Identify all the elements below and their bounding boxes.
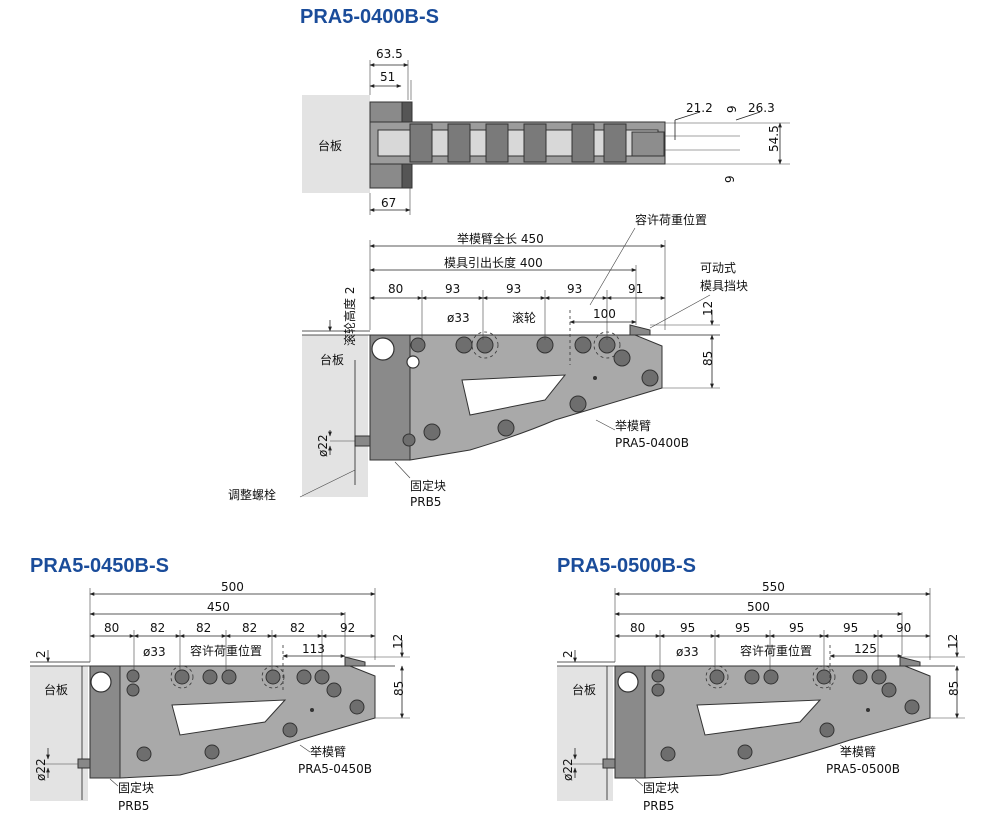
label-movable-stop-2: 模具挡块 xyxy=(700,279,748,293)
dim-span-6: 90 xyxy=(896,621,911,635)
left-arm-cutout xyxy=(171,699,287,736)
title-pra5-0400b-s: PRA5-0400B-S xyxy=(300,6,439,28)
dim-500: 500 xyxy=(221,580,244,594)
main-adjust-bolt xyxy=(354,435,371,447)
dim-500: 500 xyxy=(747,600,770,614)
plan-rollers xyxy=(409,123,665,163)
left-view: 台板 500 450 xyxy=(30,580,410,813)
dim-67: 67 xyxy=(381,196,396,210)
main-base-plate-label: 台板 xyxy=(320,352,344,367)
right-base-plate xyxy=(557,666,613,801)
label-arm-model: PRA5-0400B xyxy=(615,436,689,450)
label-fix-block: 固定块 xyxy=(118,780,154,795)
dim-span-5: 82 xyxy=(290,621,305,635)
dim-113: 113 xyxy=(302,642,325,656)
dim-span-3: 95 xyxy=(735,621,750,635)
label-phi33: ø33 xyxy=(676,645,699,659)
label-load-position: 容许荷重位置 xyxy=(635,212,707,227)
label-arm: 举模臂 xyxy=(310,745,346,759)
plan-view: 台板 63.5 51 67 xyxy=(302,47,790,215)
dim-12: 12 xyxy=(391,634,405,649)
label-fix-model: PRB5 xyxy=(118,799,149,813)
dim-9-top: 9 xyxy=(725,105,739,113)
dim-12: 12 xyxy=(701,301,715,316)
label-fix-model: PRB5 xyxy=(410,495,441,509)
label-roller-height: 滚轮高度 2 xyxy=(342,287,357,346)
label-arm-model: PRA5-0500B xyxy=(826,762,900,776)
label-adjust-bolt: 调整螺栓 xyxy=(228,487,276,502)
dim-9-bottom: 9 xyxy=(723,175,737,183)
main-base-plate xyxy=(302,335,368,497)
dim-26-3: 26.3 xyxy=(748,101,775,115)
main-view: 台板 举模臂全长 450 xyxy=(228,212,748,509)
plan-bolt-bottom xyxy=(401,163,413,189)
title-pra5-0500b-s: PRA5-0500B-S xyxy=(557,555,696,577)
label-load-position: 容许荷重位置 xyxy=(190,643,262,658)
dim-span-1: 80 xyxy=(104,621,119,635)
right-base-plate-label: 台板 xyxy=(572,682,596,697)
dim-span-3: 93 xyxy=(506,282,521,296)
label-arm: 举模臂 xyxy=(840,745,876,759)
dim-2: 2 xyxy=(34,650,48,658)
right-view: 台板 550 500 xyxy=(557,580,965,813)
dim-span-5: 91 xyxy=(628,282,643,296)
plan-base-plate-label: 台板 xyxy=(318,138,342,153)
label-fix-model: PRB5 xyxy=(643,799,674,813)
dim-extend-length: 模具引出长度 400 xyxy=(444,255,543,270)
dim-span-1: 80 xyxy=(630,621,645,635)
label-fix-block: 固定块 xyxy=(410,478,446,493)
dim-85: 85 xyxy=(947,681,961,696)
right-arm-cutout xyxy=(696,699,822,736)
dim-2: 2 xyxy=(561,650,575,658)
dim-span-6: 92 xyxy=(340,621,355,635)
dim-span-4: 82 xyxy=(242,621,257,635)
dim-span-1: 80 xyxy=(388,282,403,296)
dim-85: 85 xyxy=(392,681,406,696)
label-phi33: ø33 xyxy=(447,311,470,325)
label-phi33: ø33 xyxy=(143,645,166,659)
dim-12: 12 xyxy=(946,634,960,649)
dim-total-length: 举模臂全长 450 xyxy=(457,231,544,246)
dim-phi22: ø22 xyxy=(34,758,48,781)
dim-125: 125 xyxy=(854,642,877,656)
dim-450: 450 xyxy=(207,600,230,614)
dim-span-2: 82 xyxy=(150,621,165,635)
dim-span-5: 95 xyxy=(843,621,858,635)
dim-span-4: 95 xyxy=(789,621,804,635)
dim-span-3: 82 xyxy=(196,621,211,635)
dim-54-5: 54.5 xyxy=(767,125,781,152)
left-base-plate-label: 台板 xyxy=(44,682,68,697)
label-movable-stop-1: 可动式 xyxy=(700,261,736,275)
label-fix-block: 固定块 xyxy=(643,780,679,795)
label-arm: 举模臂 xyxy=(615,419,651,433)
dim-51: 51 xyxy=(380,70,395,84)
main-movable-stop xyxy=(629,324,651,336)
dim-63-5: 63.5 xyxy=(376,47,403,61)
dim-phi22: ø22 xyxy=(561,758,575,781)
plan-base-plate xyxy=(302,95,370,193)
dim-span-4: 93 xyxy=(567,282,582,296)
dim-phi22: ø22 xyxy=(316,434,330,457)
dim-100: 100 xyxy=(593,307,616,321)
label-load-position: 容许荷重位置 xyxy=(740,643,812,658)
label-arm-model: PRA5-0450B xyxy=(298,762,372,776)
label-roller: 滚轮 xyxy=(512,310,536,325)
dim-550: 550 xyxy=(762,580,785,594)
dim-span-2: 95 xyxy=(680,621,695,635)
title-pra5-0450b-s: PRA5-0450B-S xyxy=(30,555,169,577)
left-base-plate xyxy=(30,666,88,801)
dim-span-2: 93 xyxy=(445,282,460,296)
main-arm-cutout xyxy=(461,374,567,416)
dim-21-2: 21.2 xyxy=(686,101,713,115)
dim-85: 85 xyxy=(701,351,715,366)
